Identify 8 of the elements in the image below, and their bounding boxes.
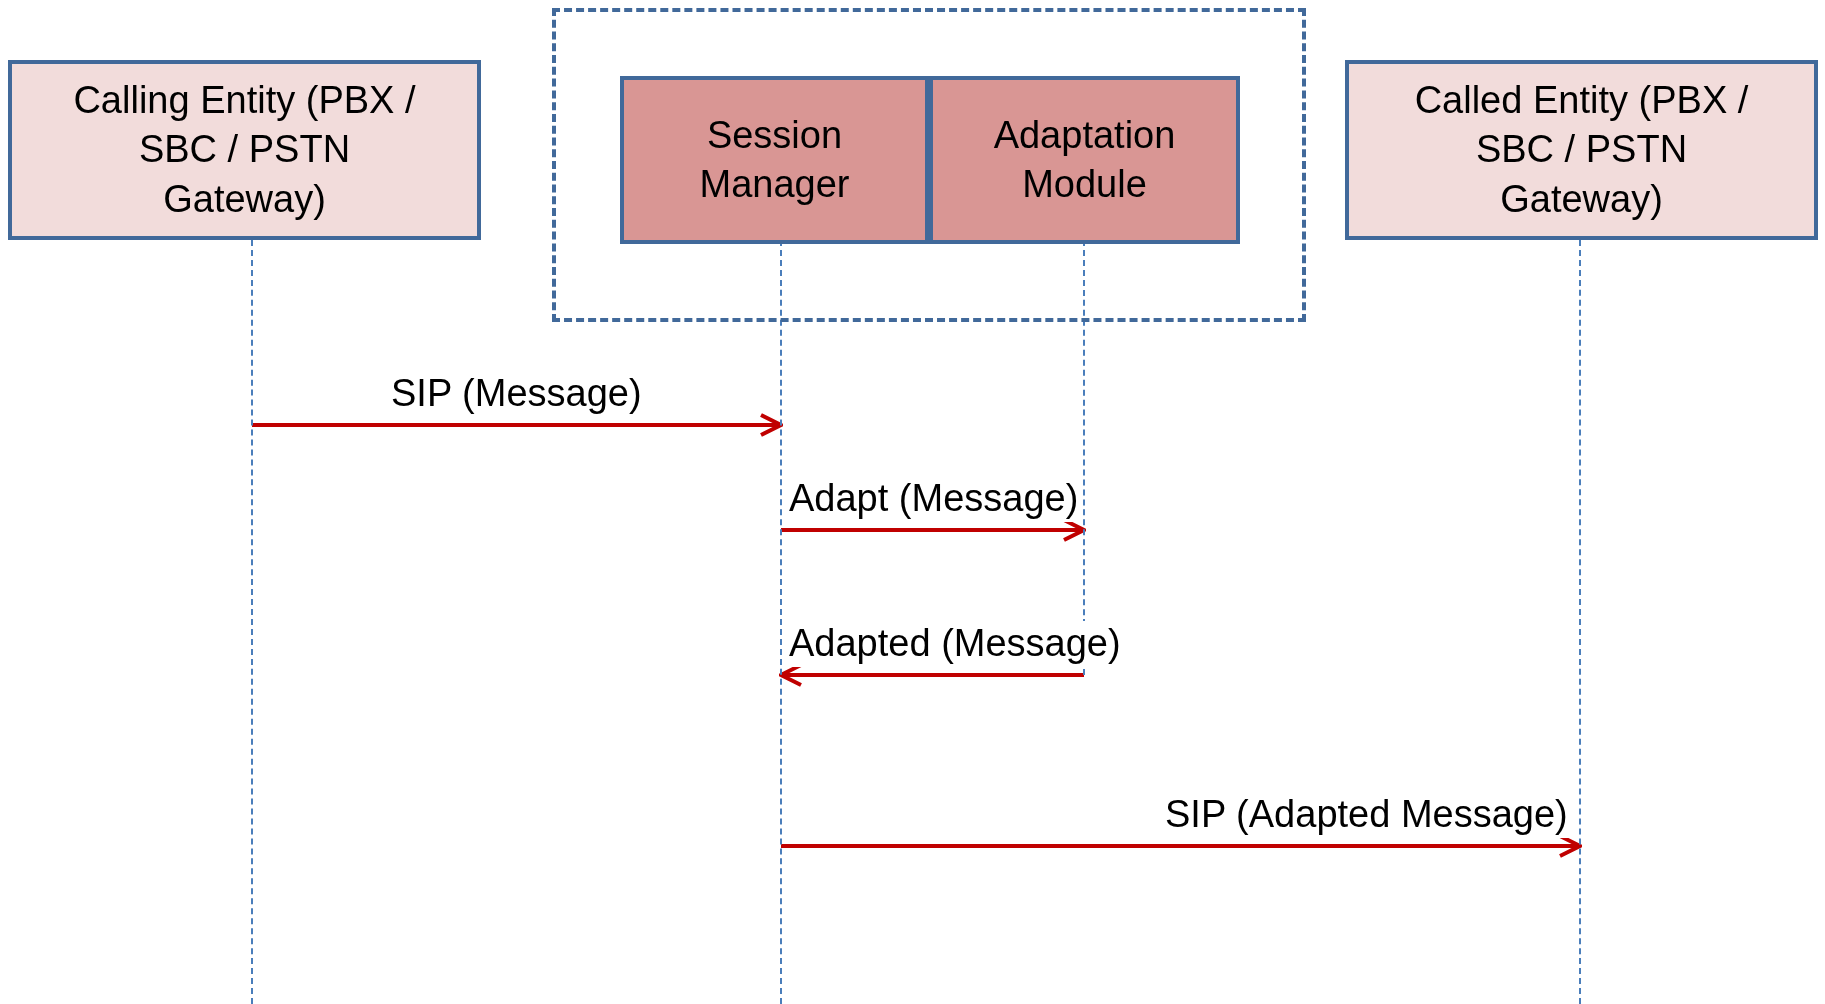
lifeline: [1579, 240, 1583, 1004]
dashed-group-box: [552, 8, 1306, 322]
component-box: Session Manager: [620, 76, 929, 244]
lifeline: [251, 240, 255, 1004]
entity-box: Calling Entity (PBX / SBC / PSTN Gateway): [8, 60, 481, 240]
entity-box: Called Entity (PBX / SBC / PSTN Gateway): [1345, 60, 1818, 240]
component-box: Adaptation Module: [929, 76, 1240, 244]
message-arrow: [252, 413, 783, 437]
